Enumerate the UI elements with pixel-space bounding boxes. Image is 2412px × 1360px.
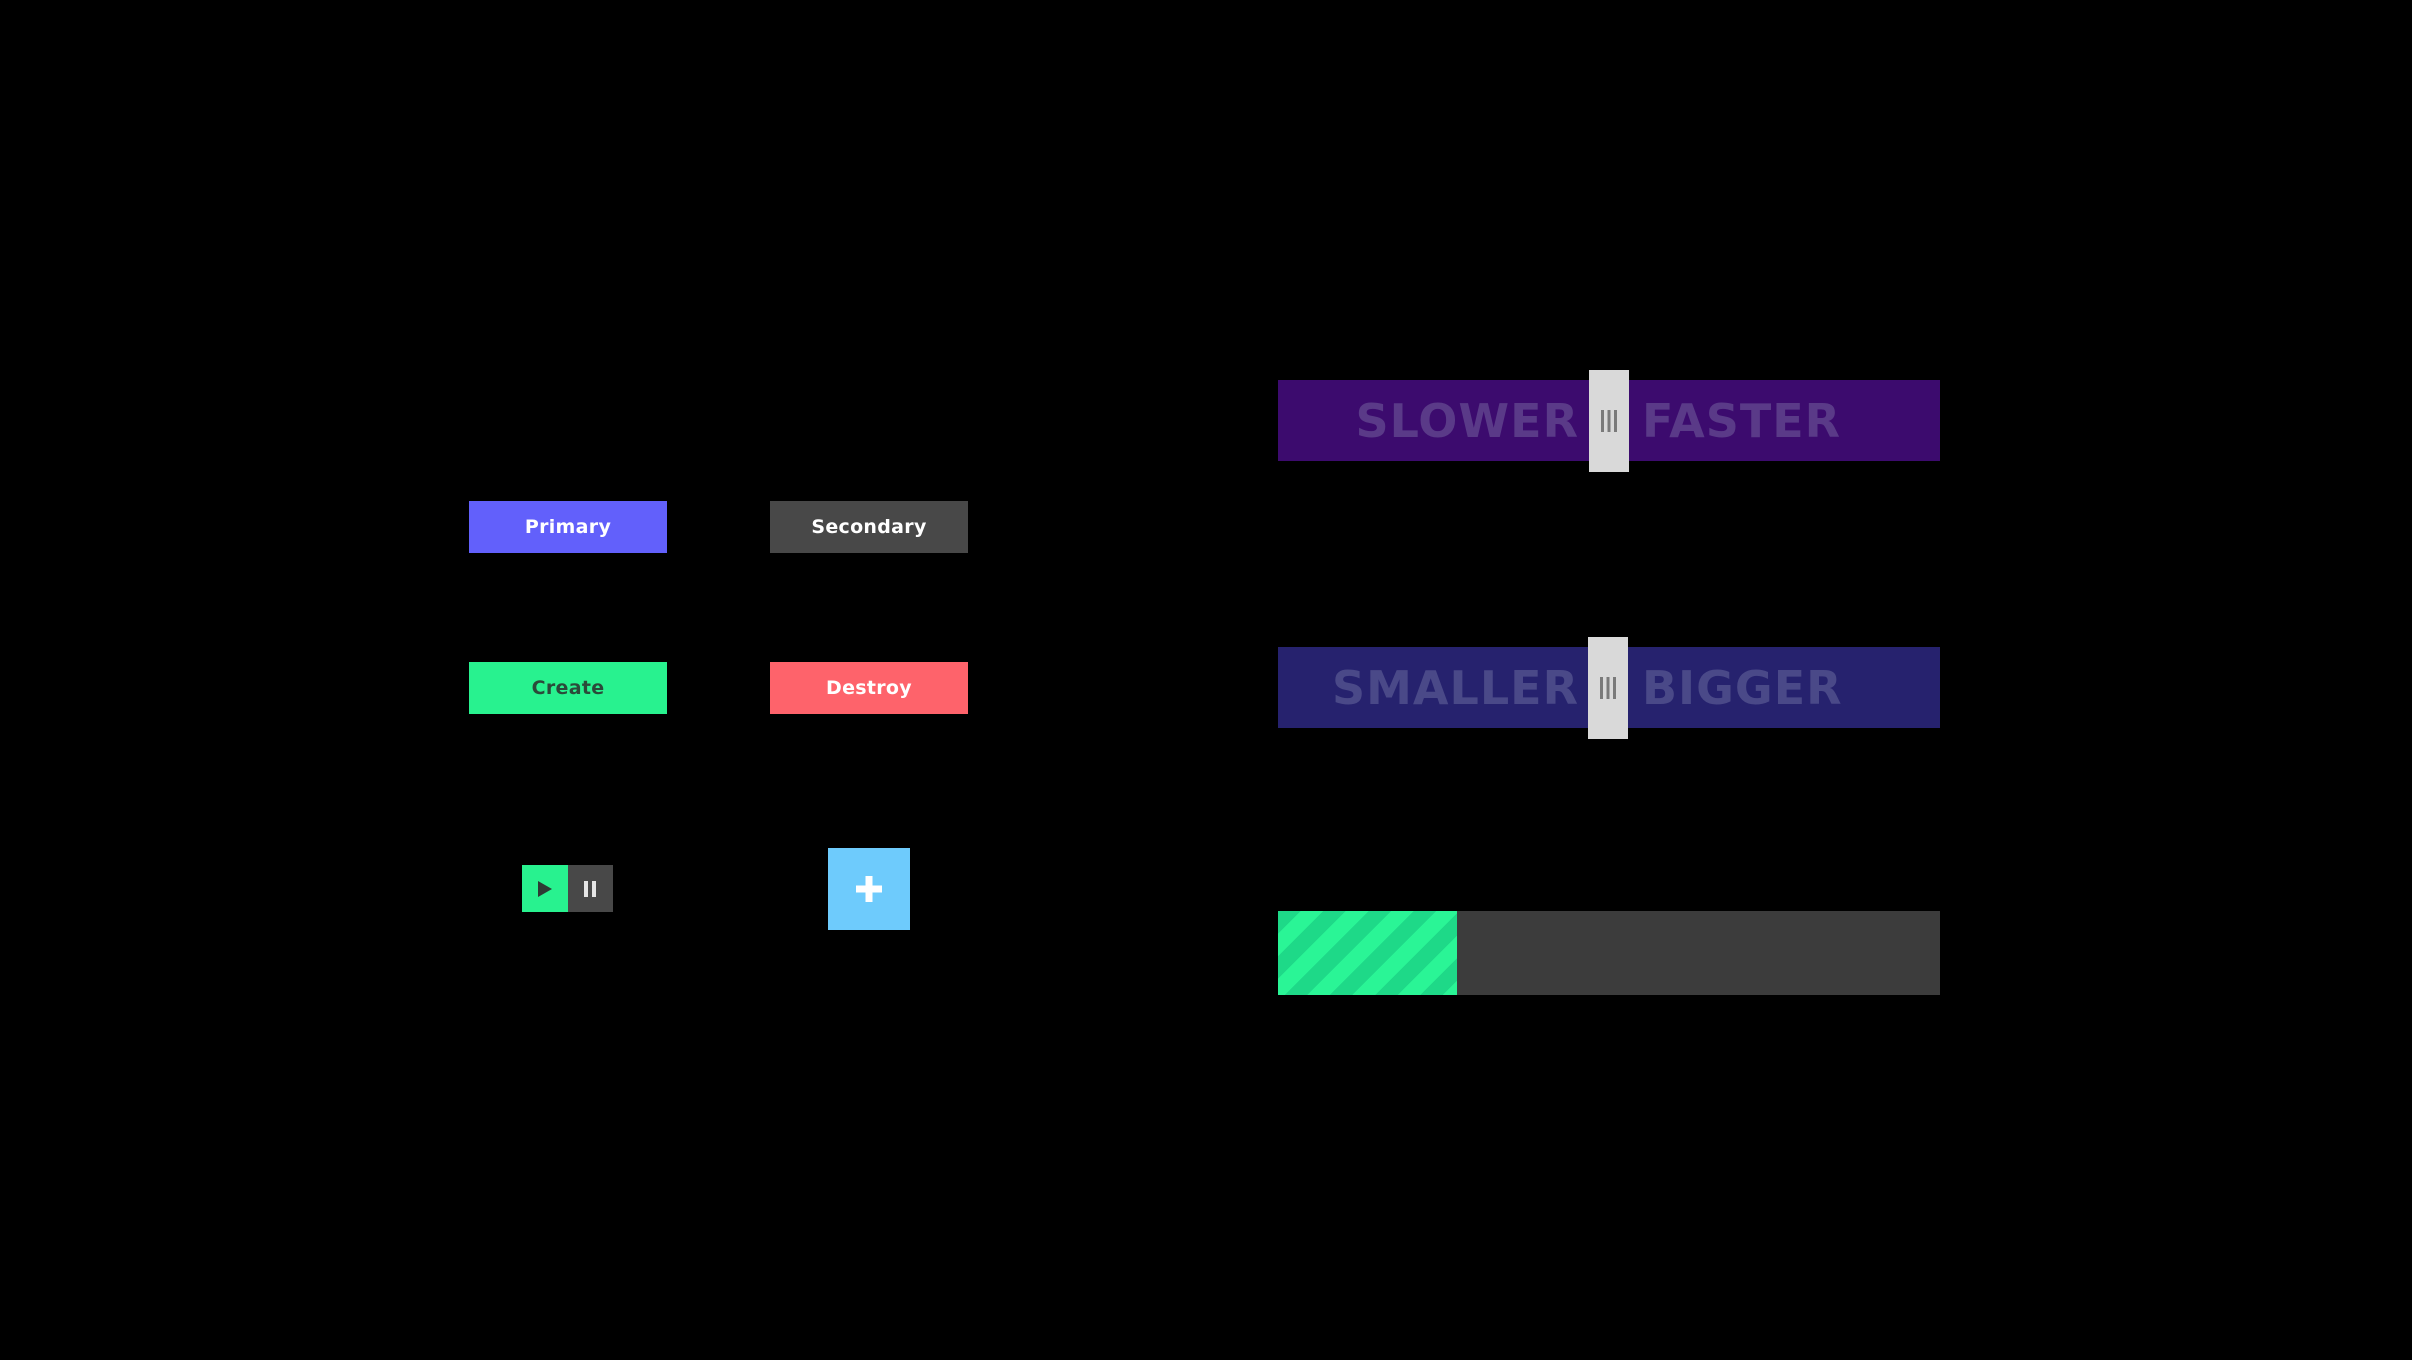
create-button[interactable]: Create <box>469 662 667 714</box>
play-icon <box>537 880 552 897</box>
primary-button[interactable]: Primary <box>469 501 667 553</box>
speed-slider[interactable]: SLOWER FASTER <box>1278 370 1940 472</box>
secondary-button-label: Secondary <box>811 516 927 538</box>
speed-slider-faster-label: FASTER <box>1642 393 1842 448</box>
grip-icon <box>1600 677 1616 699</box>
grip-icon <box>1601 410 1617 432</box>
progress-bar <box>1278 911 1940 995</box>
media-controls <box>522 865 613 912</box>
primary-button-label: Primary <box>524 516 612 538</box>
pause-icon <box>584 880 597 897</box>
destroy-button[interactable]: Destroy <box>770 662 968 714</box>
progress-bar-fill <box>1278 911 1457 995</box>
destroy-button-label: Destroy <box>826 677 912 699</box>
speed-slider-slower-label: SLOWER <box>1355 393 1579 448</box>
speed-slider-handle[interactable] <box>1589 370 1629 472</box>
pause-button[interactable] <box>567 865 613 912</box>
size-slider[interactable]: SMALLER BIGGER <box>1278 637 1940 739</box>
add-button[interactable] <box>828 848 910 930</box>
create-button-label: Create <box>531 677 605 699</box>
size-slider-smaller-label: SMALLER <box>1332 660 1579 715</box>
size-slider-handle[interactable] <box>1588 637 1628 739</box>
plus-icon <box>856 876 882 902</box>
play-button[interactable] <box>522 865 568 912</box>
size-slider-bigger-label: BIGGER <box>1642 660 1843 715</box>
secondary-button[interactable]: Secondary <box>770 501 968 553</box>
